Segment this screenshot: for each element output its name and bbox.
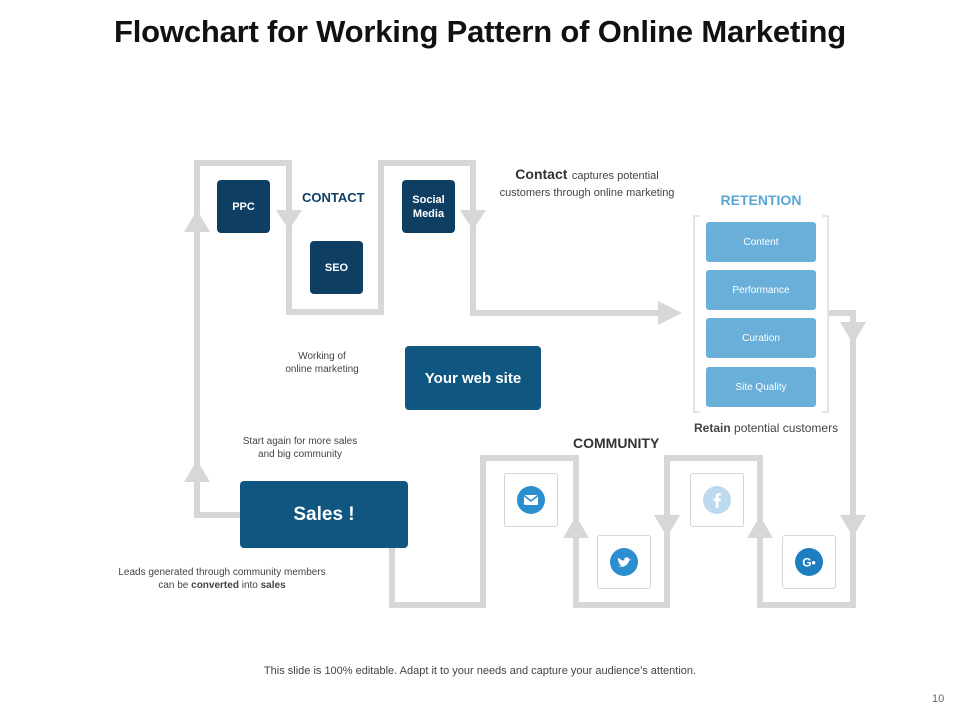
community-heading: COMMUNITY xyxy=(573,435,660,451)
retention-item-performance: Performance xyxy=(706,270,816,310)
social-media-box: Social Media xyxy=(402,180,455,233)
retention-item-curation: Curation xyxy=(706,318,816,358)
arrow-down xyxy=(840,515,866,537)
arrow-up xyxy=(563,516,589,538)
retention-desc-rest: potential customers xyxy=(734,421,839,435)
start-again-label: Start again for more sales and big commu… xyxy=(224,435,376,461)
leads-label: Leads generated through community member… xyxy=(92,566,352,592)
contact-desc-rest-1: captures potential xyxy=(571,170,659,182)
connector-retention xyxy=(829,310,856,520)
google-plus-icon: G• xyxy=(795,548,823,576)
arrow-down xyxy=(840,322,866,344)
mail-card xyxy=(504,473,558,527)
mail-icon xyxy=(517,486,545,514)
leads-line-2-pre: can be xyxy=(158,580,189,591)
ppc-box: PPC xyxy=(217,180,270,233)
arrow-up xyxy=(184,460,210,482)
svg-text:G•: G• xyxy=(802,556,816,570)
retention-bracket-right xyxy=(822,215,829,413)
retention-item-content: Content xyxy=(706,222,816,262)
page-title: Flowchart for Working Pattern of Online … xyxy=(114,14,846,49)
twitter-card xyxy=(597,535,651,589)
contact-heading: CONTACT xyxy=(302,190,365,205)
facebook-card xyxy=(690,473,744,527)
contact-desc-bold: Contact xyxy=(515,166,568,182)
start-again-line-2: and big community xyxy=(258,449,342,460)
contact-desc-rest-2: customers through online marketing xyxy=(499,187,675,199)
arrow-down xyxy=(276,210,302,230)
sales-box: Sales ! xyxy=(240,481,408,548)
contact-description: Contact captures potential customers thr… xyxy=(487,167,687,201)
connector-community xyxy=(389,455,856,608)
arrow-down xyxy=(654,515,680,537)
working-label-line-1: Working of xyxy=(298,351,346,362)
retention-description: Retain potential customers xyxy=(694,421,838,435)
arrow-up xyxy=(747,516,773,538)
seo-box: SEO xyxy=(310,241,363,294)
retention-bracket-left xyxy=(693,215,700,413)
arrow-up xyxy=(184,210,210,232)
arrow-right xyxy=(658,301,682,325)
arrow-down xyxy=(460,210,486,230)
facebook-icon xyxy=(703,486,731,514)
website-box: Your web site xyxy=(405,346,541,410)
connector-loop xyxy=(194,160,660,518)
retention-desc-bold: Retain xyxy=(694,421,731,435)
leads-line-2-mid: into xyxy=(241,580,258,591)
twitter-icon xyxy=(610,548,638,576)
retention-item-site-quality: Site Quality xyxy=(706,367,816,407)
retention-heading: RETENTION xyxy=(720,192,802,208)
footer-note: This slide is 100% editable. Adapt it to… xyxy=(263,665,697,677)
working-label: Working of online marketing xyxy=(272,350,372,376)
leads-line-2-bold-2: sales xyxy=(260,580,286,591)
start-again-line-1: Start again for more sales xyxy=(242,436,358,447)
leads-line-1: Leads generated through community member… xyxy=(118,567,326,578)
leads-line-2-bold-1: converted xyxy=(191,580,239,591)
working-label-line-2: online marketing xyxy=(285,364,359,375)
page-number: 10 xyxy=(932,693,945,705)
google-plus-card: G• xyxy=(782,535,836,589)
